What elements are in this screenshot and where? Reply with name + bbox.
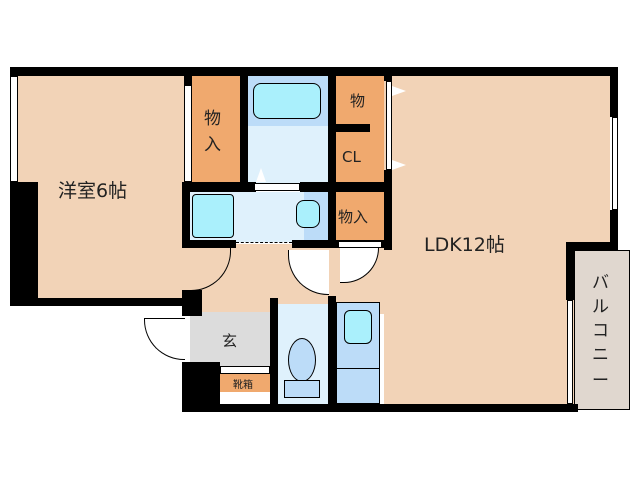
ldk-label: LDK12帖 [424, 234, 505, 256]
kitchen-counter [336, 302, 380, 404]
wall-toilet-right [328, 296, 336, 412]
bathtub-icon [253, 83, 321, 119]
wall-entry-left-bottom [182, 362, 220, 412]
wall-wash-left [182, 182, 190, 246]
bath-door [254, 183, 300, 191]
wall-top-right [184, 67, 618, 76]
entrance [190, 312, 270, 366]
washing-machine-icon [296, 200, 320, 228]
wall-storage-right [240, 67, 248, 185]
window-western-right [184, 85, 192, 182]
bath-door-marker [256, 168, 266, 182]
counter-divider [336, 368, 380, 369]
balcony [574, 250, 630, 410]
entrance-label: 玄 [222, 332, 238, 350]
western-room-notch-fill [18, 76, 38, 182]
storage-left [192, 76, 242, 182]
wall-closet-divider [336, 124, 370, 132]
wall-closet-right-lower [384, 170, 392, 250]
wall-right-top [610, 67, 618, 117]
wall-closet-right [384, 67, 392, 81]
wall-mid-horizontal [184, 182, 256, 192]
balcony-label-1: バ [592, 273, 609, 293]
closet-cl-label: CL [342, 148, 361, 166]
storage-right-door [338, 241, 382, 248]
wall-bath-right [328, 67, 336, 247]
western-room [18, 76, 184, 298]
closet-door-marker-bottom [392, 160, 406, 170]
wall-toilet-left [270, 298, 278, 412]
window-western-left [10, 76, 18, 182]
balcony-label-3: コ [592, 321, 609, 341]
wall-top-left [10, 67, 192, 76]
wall-mid-horizontal-2 [300, 182, 392, 192]
storage-left-label-1: 物 [204, 109, 221, 129]
washroom-dashed-edge [236, 242, 292, 243]
window-balcony-door [567, 300, 573, 404]
wall-bottom [182, 404, 578, 412]
shoe-box-top [220, 366, 270, 374]
wall-left-lower [10, 182, 38, 306]
door-entrance[interactable] [144, 318, 185, 360]
toilet-tank-icon [284, 380, 320, 398]
toilet-bowl-icon [288, 338, 316, 382]
wall-western-right-top [184, 67, 192, 85]
washbasin-icon [192, 194, 234, 238]
wall-balcony-left [566, 242, 574, 300]
wall-wash-bottom [182, 240, 236, 248]
shoe-box [220, 374, 270, 392]
sink-icon [344, 310, 372, 344]
wall-hall-left [182, 290, 202, 316]
storage-right-label: 物入 [338, 208, 369, 226]
shoe-box-label: 靴箱 [233, 380, 253, 391]
storage-left-label-2: 入 [204, 135, 221, 155]
closet-top-label: 物 [350, 92, 366, 110]
balcony-label-4: ニ [592, 345, 609, 365]
western-room-label: 洋室6帖 [58, 180, 128, 202]
wall-right-mid [610, 210, 618, 250]
window-ldk-right [612, 117, 618, 210]
balcony-label-2: ル [592, 297, 609, 317]
window-closet-door [386, 81, 392, 170]
wall-western-bottom [10, 298, 194, 306]
balcony-label-5: ー [592, 371, 609, 391]
closet-door-marker-top [392, 86, 406, 96]
storage-right [336, 190, 384, 240]
wall-balcony-top [566, 242, 618, 250]
